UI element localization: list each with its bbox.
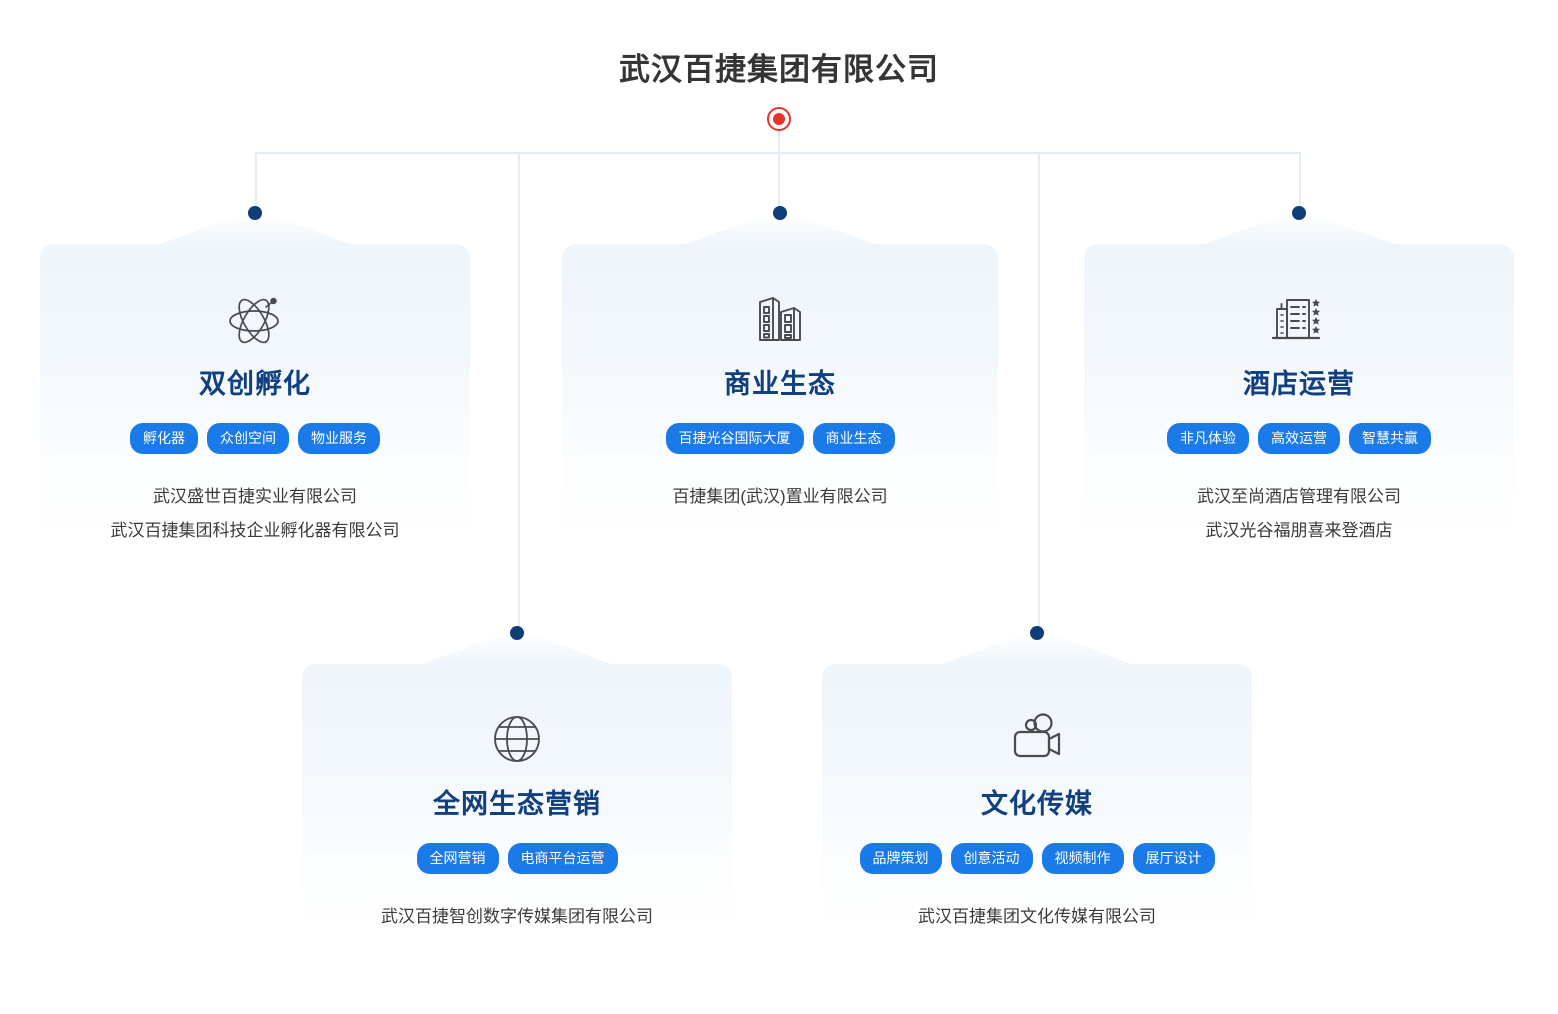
card-tag[interactable]: 全网营销 (416, 843, 499, 874)
company-name: 武汉至尚酒店管理有限公司 (1197, 487, 1401, 506)
org-card-shuangchuang-fuhua[interactable]: 双创孵化 孵化器 众创空间 物业服务 武汉盛世百捷实业有限公司 武汉百捷集团科技… (40, 206, 470, 544)
card-tag[interactable]: 电商平台运营 (507, 843, 618, 874)
org-card-wenhua-chuanmei[interactable]: 文化传媒 品牌策划 创意活动 视频制作 展厅设计 武汉百捷集团文化传媒有限公司 (822, 626, 1252, 934)
card-title: 全网生态营销 (433, 789, 601, 819)
company-name: 百捷集团(武汉)置业有限公司 (672, 487, 888, 506)
company-list: 百捷集团(武汉)置业有限公司 (562, 480, 998, 514)
company-name: 武汉百捷集团文化传媒有限公司 (918, 907, 1156, 926)
card-node-icon (1292, 206, 1306, 220)
company-list: 武汉盛世百捷实业有限公司 武汉百捷集团科技企业孵化器有限公司 (40, 480, 470, 548)
card-tag[interactable]: 商业生态 (812, 423, 895, 454)
company-name: 武汉光谷福朋喜来登酒店 (1205, 521, 1393, 540)
card-tag[interactable]: 创意活动 (950, 843, 1033, 874)
org-card-shangye-shengtai[interactable]: 商业生态 百捷光谷国际大厦 商业生态 百捷集团(武汉)置业有限公司 (562, 206, 998, 544)
org-card-jiudian-yunying[interactable]: 酒店运营 非凡体验 高效运营 智慧共赢 武汉至尚酒店管理有限公司 武汉光谷福朋喜… (1084, 206, 1514, 544)
company-name: 武汉百捷集团科技企业孵化器有限公司 (110, 521, 400, 540)
card-tag[interactable]: 孵化器 (130, 423, 198, 454)
card-tag[interactable]: 众创空间 (207, 423, 289, 454)
card-tag[interactable]: 高效运营 (1258, 423, 1340, 454)
company-list: 武汉百捷集团文化传媒有限公司 (822, 900, 1252, 934)
company-name: 武汉百捷智创数字传媒集团有限公司 (381, 907, 653, 926)
connector-branch-card-4 (1038, 152, 1040, 634)
card-node-icon (1030, 626, 1044, 640)
connector-branch-card-1 (778, 152, 780, 214)
card-title: 双创孵化 (199, 369, 311, 399)
root-node-icon (767, 107, 791, 131)
card-tag[interactable]: 非凡体验 (1167, 423, 1249, 454)
tag-row: 孵化器 众创空间 物业服务 (40, 423, 470, 454)
connector-root-stem (778, 131, 780, 153)
card-tag[interactable]: 百捷光谷国际大厦 (665, 423, 804, 454)
card-tag[interactable]: 视频制作 (1041, 843, 1124, 874)
card-tag[interactable]: 展厅设计 (1132, 843, 1215, 874)
tag-row: 全网营销 电商平台运营 (302, 843, 732, 874)
connector-branch-card-2 (1299, 152, 1301, 214)
page-title: 武汉百捷集团有限公司 (619, 52, 939, 87)
hotel-icon (1084, 288, 1514, 350)
tag-row: 非凡体验 高效运营 智慧共赢 (1084, 423, 1514, 454)
tag-row: 品牌策划 创意活动 视频制作 展厅设计 (822, 843, 1252, 874)
card-node-icon (510, 626, 524, 640)
buildings-icon (562, 288, 998, 350)
card-title: 文化传媒 (981, 789, 1093, 819)
connector-branch-card-0 (255, 152, 257, 214)
card-node-icon (248, 206, 262, 220)
card-title: 商业生态 (724, 369, 836, 399)
globe-icon (302, 708, 732, 770)
atom-icon (40, 288, 470, 350)
video-camera-icon (822, 708, 1252, 770)
tag-row: 百捷光谷国际大厦 商业生态 (562, 423, 998, 454)
card-node-icon (773, 206, 787, 220)
connector-branch-card-3 (518, 152, 520, 634)
company-list: 武汉百捷智创数字传媒集团有限公司 (302, 900, 732, 934)
card-tag[interactable]: 物业服务 (298, 423, 380, 454)
card-tag[interactable]: 品牌策划 (859, 843, 942, 874)
card-title: 酒店运营 (1243, 369, 1355, 399)
org-card-quanwang-shengtai-yingxiao[interactable]: 全网生态营销 全网营销 电商平台运营 武汉百捷智创数字传媒集团有限公司 (302, 626, 732, 934)
card-tag[interactable]: 智慧共赢 (1349, 423, 1431, 454)
company-name: 武汉盛世百捷实业有限公司 (153, 487, 357, 506)
company-list: 武汉至尚酒店管理有限公司 武汉光谷福朋喜来登酒店 (1084, 480, 1514, 548)
